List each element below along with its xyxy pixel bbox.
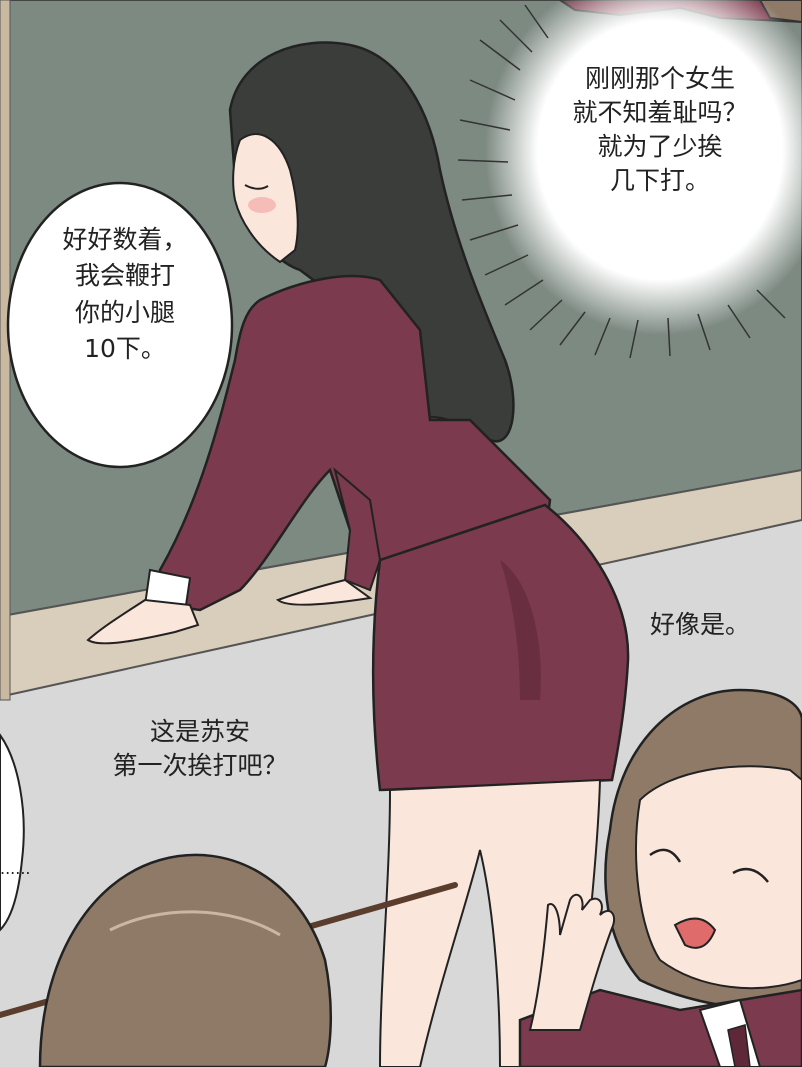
skirt-shadow — [500, 560, 541, 700]
offscreen-bubble — [0, 733, 25, 932]
teacher-skirt — [372, 503, 630, 792]
student-right-speech-text: 好像是。 — [650, 610, 751, 639]
teacher-jacket — [158, 274, 552, 612]
student-right-mouth — [673, 917, 717, 949]
teacher-hand-left — [86, 598, 200, 645]
teacher-speech-bubble — [6, 181, 234, 469]
teacher-arm-right — [333, 467, 382, 592]
inner-thought-text: 刚刚那个女生 就不知羞耻吗？ 就为了少挨 几下打。 — [572, 64, 748, 195]
student-left-hair — [38, 853, 332, 1067]
student-left-hair-shine — [109, 910, 281, 937]
student-right-face — [635, 765, 802, 990]
offscreen-speech-text: ...... — [0, 859, 31, 878]
student-right-hand — [528, 893, 616, 1031]
student-right-eye-left — [649, 848, 682, 863]
student-right-eye-right — [732, 867, 769, 883]
burst-bubble — [457, 0, 802, 359]
teacher-speech-text: 好好数着， 我会鞭打 你的小腿 10下。 — [62, 225, 188, 363]
teacher-eye — [244, 184, 269, 190]
teacher-hand-right — [275, 578, 373, 606]
student-left-speech-text: 这是苏安 第一次挨打吧？ — [112, 717, 288, 780]
teacher-blush — [248, 197, 276, 213]
student-right-tie — [727, 1024, 751, 1067]
